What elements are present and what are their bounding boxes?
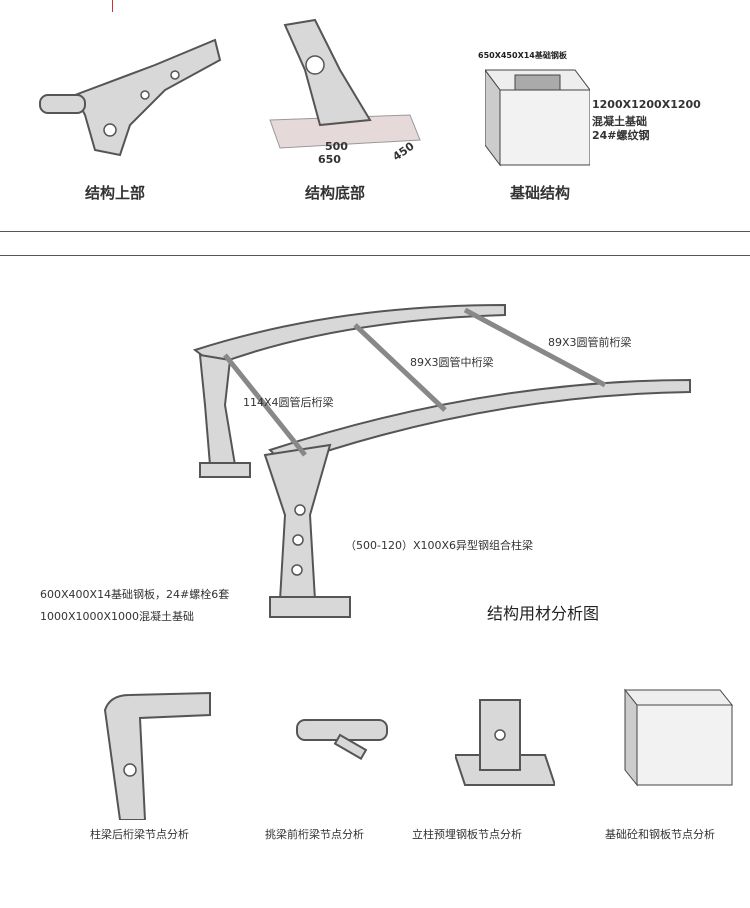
dim-inner: 500 — [325, 140, 348, 153]
foundation-block-drawing — [485, 69, 590, 167]
carport-structure-drawing — [192, 303, 691, 618]
detail-caption-2: 挑梁前桁梁节点分析 — [265, 828, 364, 841]
rear-purlin-label: 114X4圆管后桁梁 — [243, 396, 334, 409]
detail-foundation-plate — [623, 688, 734, 787]
mid-purlin-label: 89X3圆管中桁梁 — [410, 356, 494, 369]
front-purlin-label: 89X3圆管前桁梁 — [548, 336, 632, 349]
red-marker — [112, 0, 113, 12]
divider-bottom — [0, 255, 750, 256]
foundation-rebar-label: 24#螺纹钢 — [592, 129, 650, 142]
detail-column-embedded-plate — [455, 699, 555, 786]
detail-caption-4: 基础砼和钢板节点分析 — [605, 828, 715, 841]
column-label: （500-120）X100X6异型钢组合柱梁 — [345, 539, 534, 552]
foundation-concrete-label: 混凝土基础 — [592, 115, 647, 128]
caption-upper: 结构上部 — [85, 184, 146, 202]
detail-caption-1: 柱梁后桁梁节点分析 — [90, 828, 189, 841]
base-structure-drawing — [269, 18, 421, 149]
diagram-title: 结构用材分析图 — [487, 604, 600, 623]
foundation-plate-label: 650X450X14基础钢板 — [478, 51, 567, 60]
detail-column-rear-purlin — [103, 691, 211, 820]
upper-structure-drawing — [39, 38, 222, 157]
dim-outer: 650 — [318, 153, 341, 166]
foundation-size-label: 1200X1200X1200 — [592, 98, 701, 111]
detail-caption-3: 立柱预埋钢板节点分析 — [412, 828, 522, 841]
base-concrete-label: 1000X1000X1000混凝土基础 — [40, 610, 195, 623]
caption-base: 结构底部 — [305, 184, 366, 202]
detail-cantilever-front-purlin — [296, 719, 388, 760]
divider-top — [0, 231, 750, 232]
caption-foundation: 基础结构 — [510, 184, 571, 202]
base-plate-label: 600X400X14基础钢板，24#螺栓6套 — [40, 588, 230, 601]
